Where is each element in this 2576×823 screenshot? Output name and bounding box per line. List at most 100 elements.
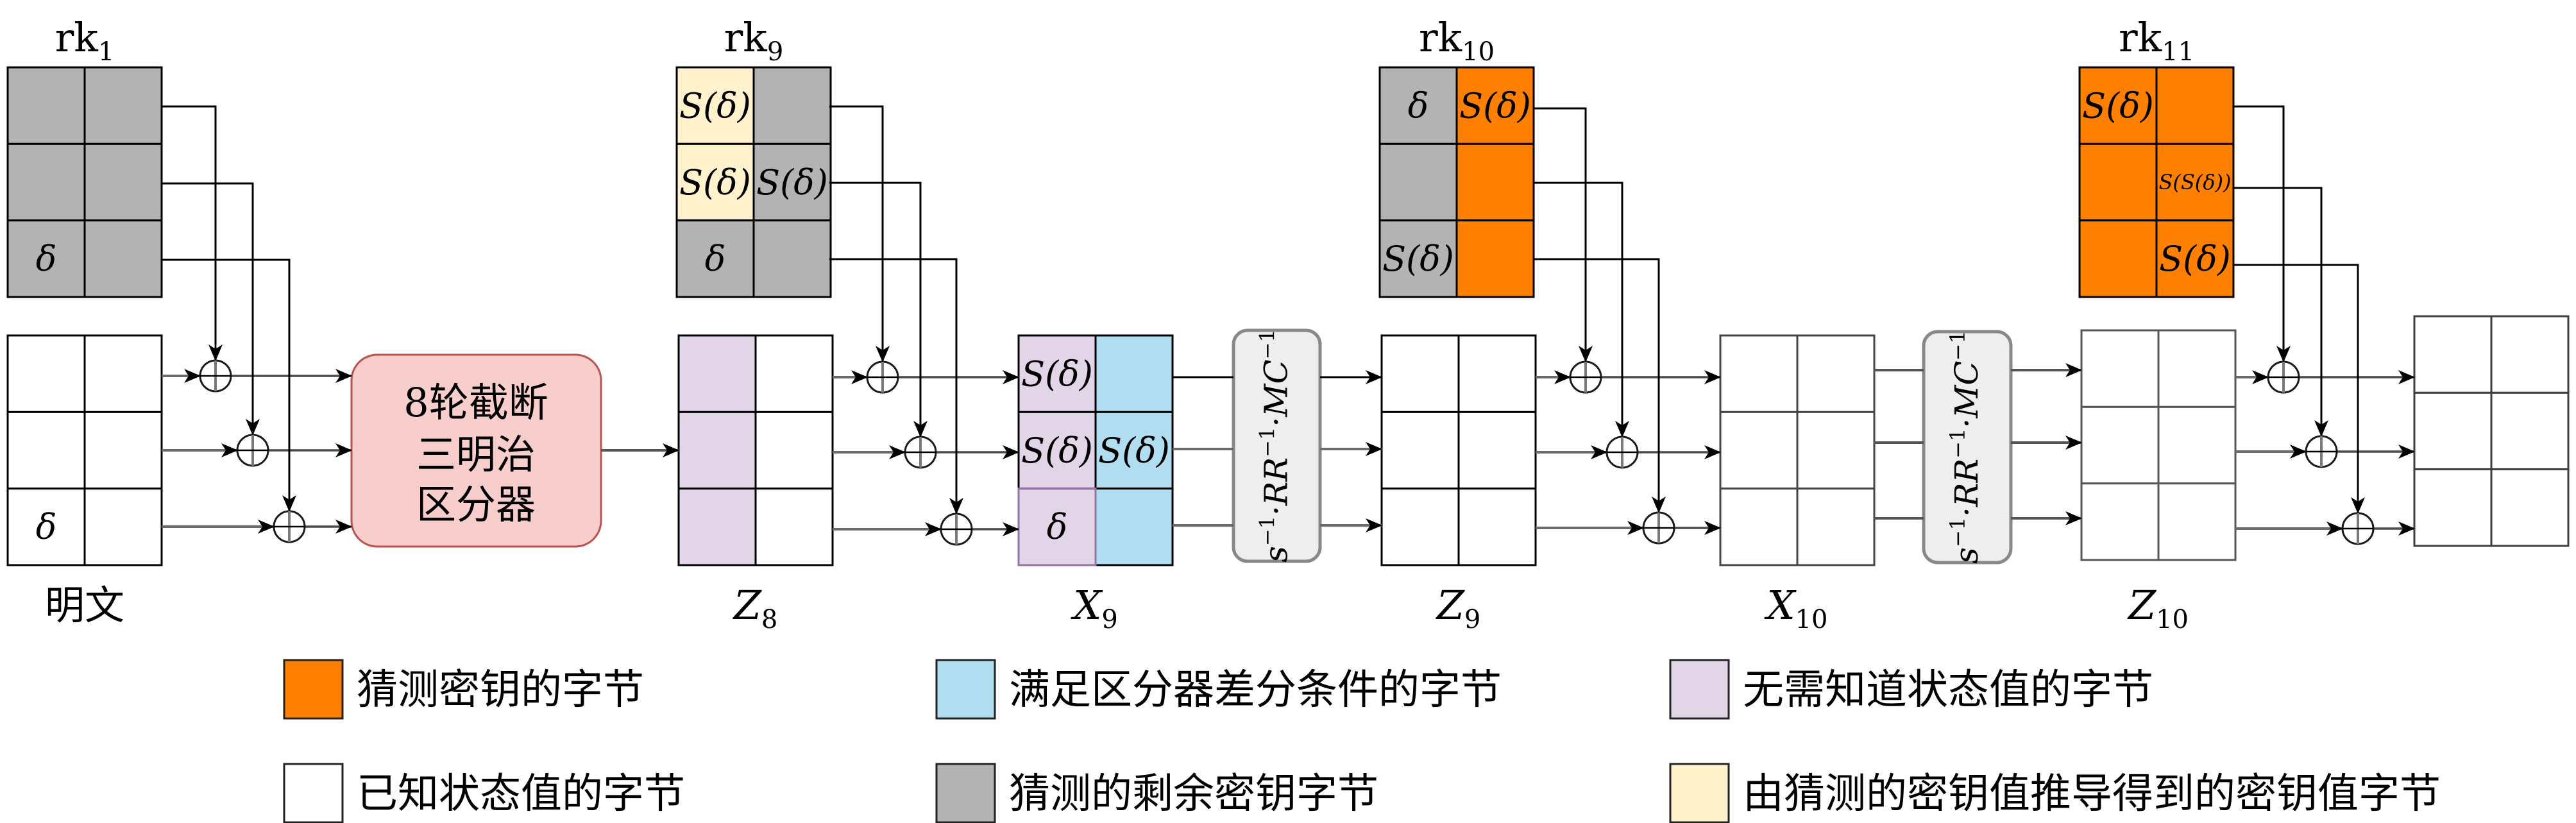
grid-cell (2078, 219, 2158, 298)
cell-text: S(δ) (1098, 430, 1170, 471)
state-grid-x9: S(δ)S(δ)S(δ)δX9 (1017, 334, 1174, 634)
legend-label: 猜测密钥的字节 (357, 666, 644, 714)
cell-text: δ (1408, 86, 1429, 126)
grid-cell (1094, 334, 1174, 413)
grid-label: Z9 (1436, 582, 1481, 634)
grid-label-subscript: 1 (98, 37, 114, 67)
grid-label: rk11 (2119, 14, 2194, 67)
distinguisher-label-line: 三明治 (416, 431, 536, 478)
state-grid-z10: Z10 (2080, 329, 2237, 634)
legend-item: 猜测的剩余密钥字节 (935, 763, 1378, 823)
grid-label-base: rk (2119, 14, 2162, 61)
xor-icon (199, 359, 232, 393)
formula-superscript: −1 (1255, 427, 1280, 457)
grid-label-subscript: 10 (2156, 605, 2189, 634)
legend-swatch (1669, 763, 1730, 823)
grid-label-subscript: 9 (1101, 605, 1117, 634)
legend-label: 满足区分器差分条件的字节 (1009, 666, 1502, 714)
cell-text: S(δ) (1382, 239, 1454, 279)
round-key-connector (829, 182, 928, 437)
cell-text: δ (705, 239, 726, 279)
round-key-connector (162, 259, 296, 512)
grid-cell (2155, 66, 2235, 145)
grid-cell (2157, 405, 2237, 485)
grid-cell (754, 488, 834, 566)
inverse-round-operation-box: s−1·RR−1·MC−1 (1922, 330, 2013, 564)
xor-icon (1606, 436, 1639, 469)
formula-superscript: −1 (1945, 517, 1970, 547)
legend-label: 由猜测的密钥值推导得到的密钥值字节 (1743, 770, 2441, 818)
grid-cell (1796, 411, 1876, 490)
grid-label: X9 (1071, 582, 1118, 634)
formula-superscript: −1 (1255, 516, 1280, 546)
grid-cell (2490, 391, 2570, 471)
grid-cell (83, 411, 163, 490)
legend-item: 由猜测的密钥值推导得到的密钥值字节 (1669, 763, 2441, 823)
state-grid-z9: Z9 (1380, 334, 1537, 634)
grid-cell (677, 488, 757, 566)
round-key-connector (162, 182, 260, 436)
round-key-grid-rk11: S(δ)S(S(δ))S(δ)rk11 (2078, 14, 2235, 298)
grid-cell (6, 411, 86, 490)
grid-cell (1719, 488, 1799, 566)
grid-cell (1719, 411, 1799, 490)
grid-cell (6, 334, 86, 413)
xor-icon (2341, 512, 2375, 545)
grid-cell (2155, 219, 2235, 298)
grid-cell (1719, 334, 1799, 413)
grid-cell (2490, 315, 2570, 394)
grid-cell (2413, 468, 2493, 547)
grid-cell (1378, 142, 1458, 222)
grid-cell (2490, 468, 2570, 547)
grid-label-base: rk (1419, 14, 1462, 61)
grid-label-base: X (1071, 582, 1103, 629)
formula-superscript: −1 (1255, 329, 1280, 359)
state-grid-z8: Z8 (677, 334, 834, 634)
grid-label-base: Z (733, 582, 762, 629)
legend-swatch (283, 659, 344, 720)
grid-label: rk1 (55, 14, 115, 67)
grid-cell (2080, 405, 2160, 485)
xor-icon (940, 513, 973, 546)
legend-item: 已知状态值的字节 (283, 763, 685, 823)
grid-cell (1094, 488, 1174, 566)
cell-text: S(δ) (756, 162, 828, 203)
grid-cell (83, 142, 163, 222)
legend-item: 猜测密钥的字节 (283, 659, 644, 720)
xor-icon (904, 436, 937, 469)
grid-label-subscript: 8 (761, 605, 777, 634)
output-state-grid (2413, 315, 2570, 547)
round-key-connector (1534, 107, 1593, 362)
state-grid-x10: X10 (1719, 334, 1876, 634)
grid-cell (1796, 334, 1876, 413)
legend-swatch (1669, 659, 1730, 720)
formula-term: s (1948, 547, 1985, 564)
plaintext-grid: δ明文 (6, 334, 163, 629)
grid-cell (1378, 66, 1458, 145)
grid-label-base: Z (1436, 582, 1465, 629)
grid-cell (1017, 411, 1097, 490)
grid-cell (752, 66, 832, 145)
formula-term: s (1258, 546, 1295, 563)
grid-label-base: rk (55, 14, 99, 61)
legend-swatch (935, 763, 996, 823)
grid-label-subscript: 11 (2162, 37, 2194, 67)
operation-formula: s−1·RR−1·MC−1 (1945, 330, 1985, 564)
grid-label: rk9 (724, 14, 784, 67)
round-key-connector (829, 105, 890, 362)
legend-item: 满足区分器差分条件的字节 (935, 659, 1502, 720)
grid-cell (677, 334, 757, 413)
grid-cell (6, 142, 86, 222)
xor-icon (1642, 511, 1675, 545)
grid-cell (83, 66, 163, 145)
grid-label: Z8 (733, 582, 778, 634)
legend-item: 无需知道状态值的字节 (1669, 659, 2153, 720)
grid-cell (6, 66, 86, 145)
grid-cell (1457, 334, 1537, 413)
round-key-connector (829, 258, 963, 514)
legend-label: 无需知道状态值的字节 (1743, 666, 2153, 714)
grid-label-base: rk (724, 14, 768, 61)
grid-cell (754, 411, 834, 490)
distinguisher-label-line: 区分器 (416, 481, 536, 528)
